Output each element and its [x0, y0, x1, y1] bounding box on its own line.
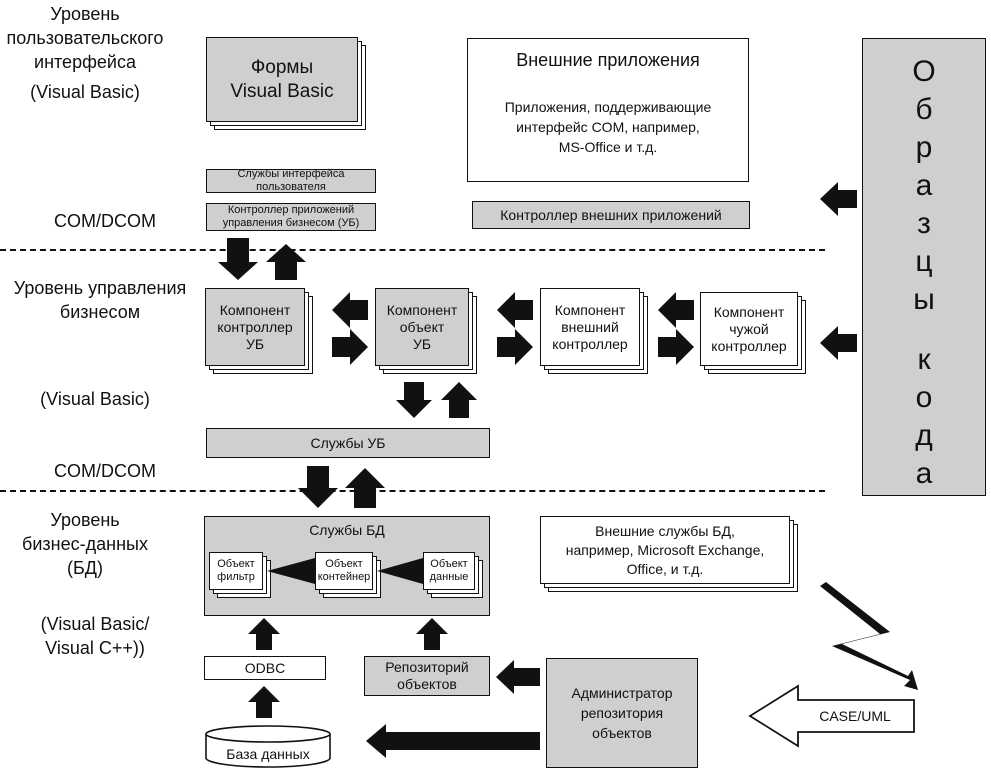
forms-box: Формы Visual Basic [206, 37, 358, 122]
label-com-dcom-1: COM/DCOM [54, 211, 156, 231]
external-apps-desc: Приложения, поддерживающие интерфейс COM… [504, 99, 712, 155]
funnel-icon [267, 558, 315, 584]
db-services-title: Службы БД [309, 522, 385, 538]
label-business-vb: (Visual Basic) [40, 389, 150, 409]
ui-services-box: Службы интерфейса пользователя [206, 168, 376, 193]
code-samples-box: О б р а з ц ы к о д а [862, 38, 986, 496]
database-label: База данных [226, 746, 310, 762]
database-icon [205, 725, 331, 768]
label-business-level: Уровень управления бизнесом [13, 278, 187, 322]
ub-services-box: Службы УБ [206, 428, 490, 458]
funnel-icon-2 [377, 558, 423, 584]
label-com-dcom-2: COM/DCOM [54, 461, 156, 481]
case-uml-label: CASE/UML [819, 708, 891, 724]
case-uml-arrow [748, 684, 915, 748]
separator-line-2 [0, 490, 825, 492]
separator-line-1 [0, 249, 825, 251]
external-apps-box: Внешние приложения Приложения, поддержив… [467, 38, 749, 182]
external-apps-title: Внешние приложения [516, 50, 700, 70]
label-ui-level: Уровень пользовательского интерфейса (Vi… [6, 4, 164, 102]
label-data-vb: (Visual Basic/ Visual C++)) [40, 614, 150, 658]
label-data-level: Уровень бизнес-данных (БД) [22, 510, 148, 578]
odbc-box: ODBC [204, 656, 326, 680]
ext-controller-box: Контроллер внешних приложений [472, 201, 750, 229]
external-db-services-box: Внешние службы БД,например, Microsoft Ex… [540, 516, 790, 584]
